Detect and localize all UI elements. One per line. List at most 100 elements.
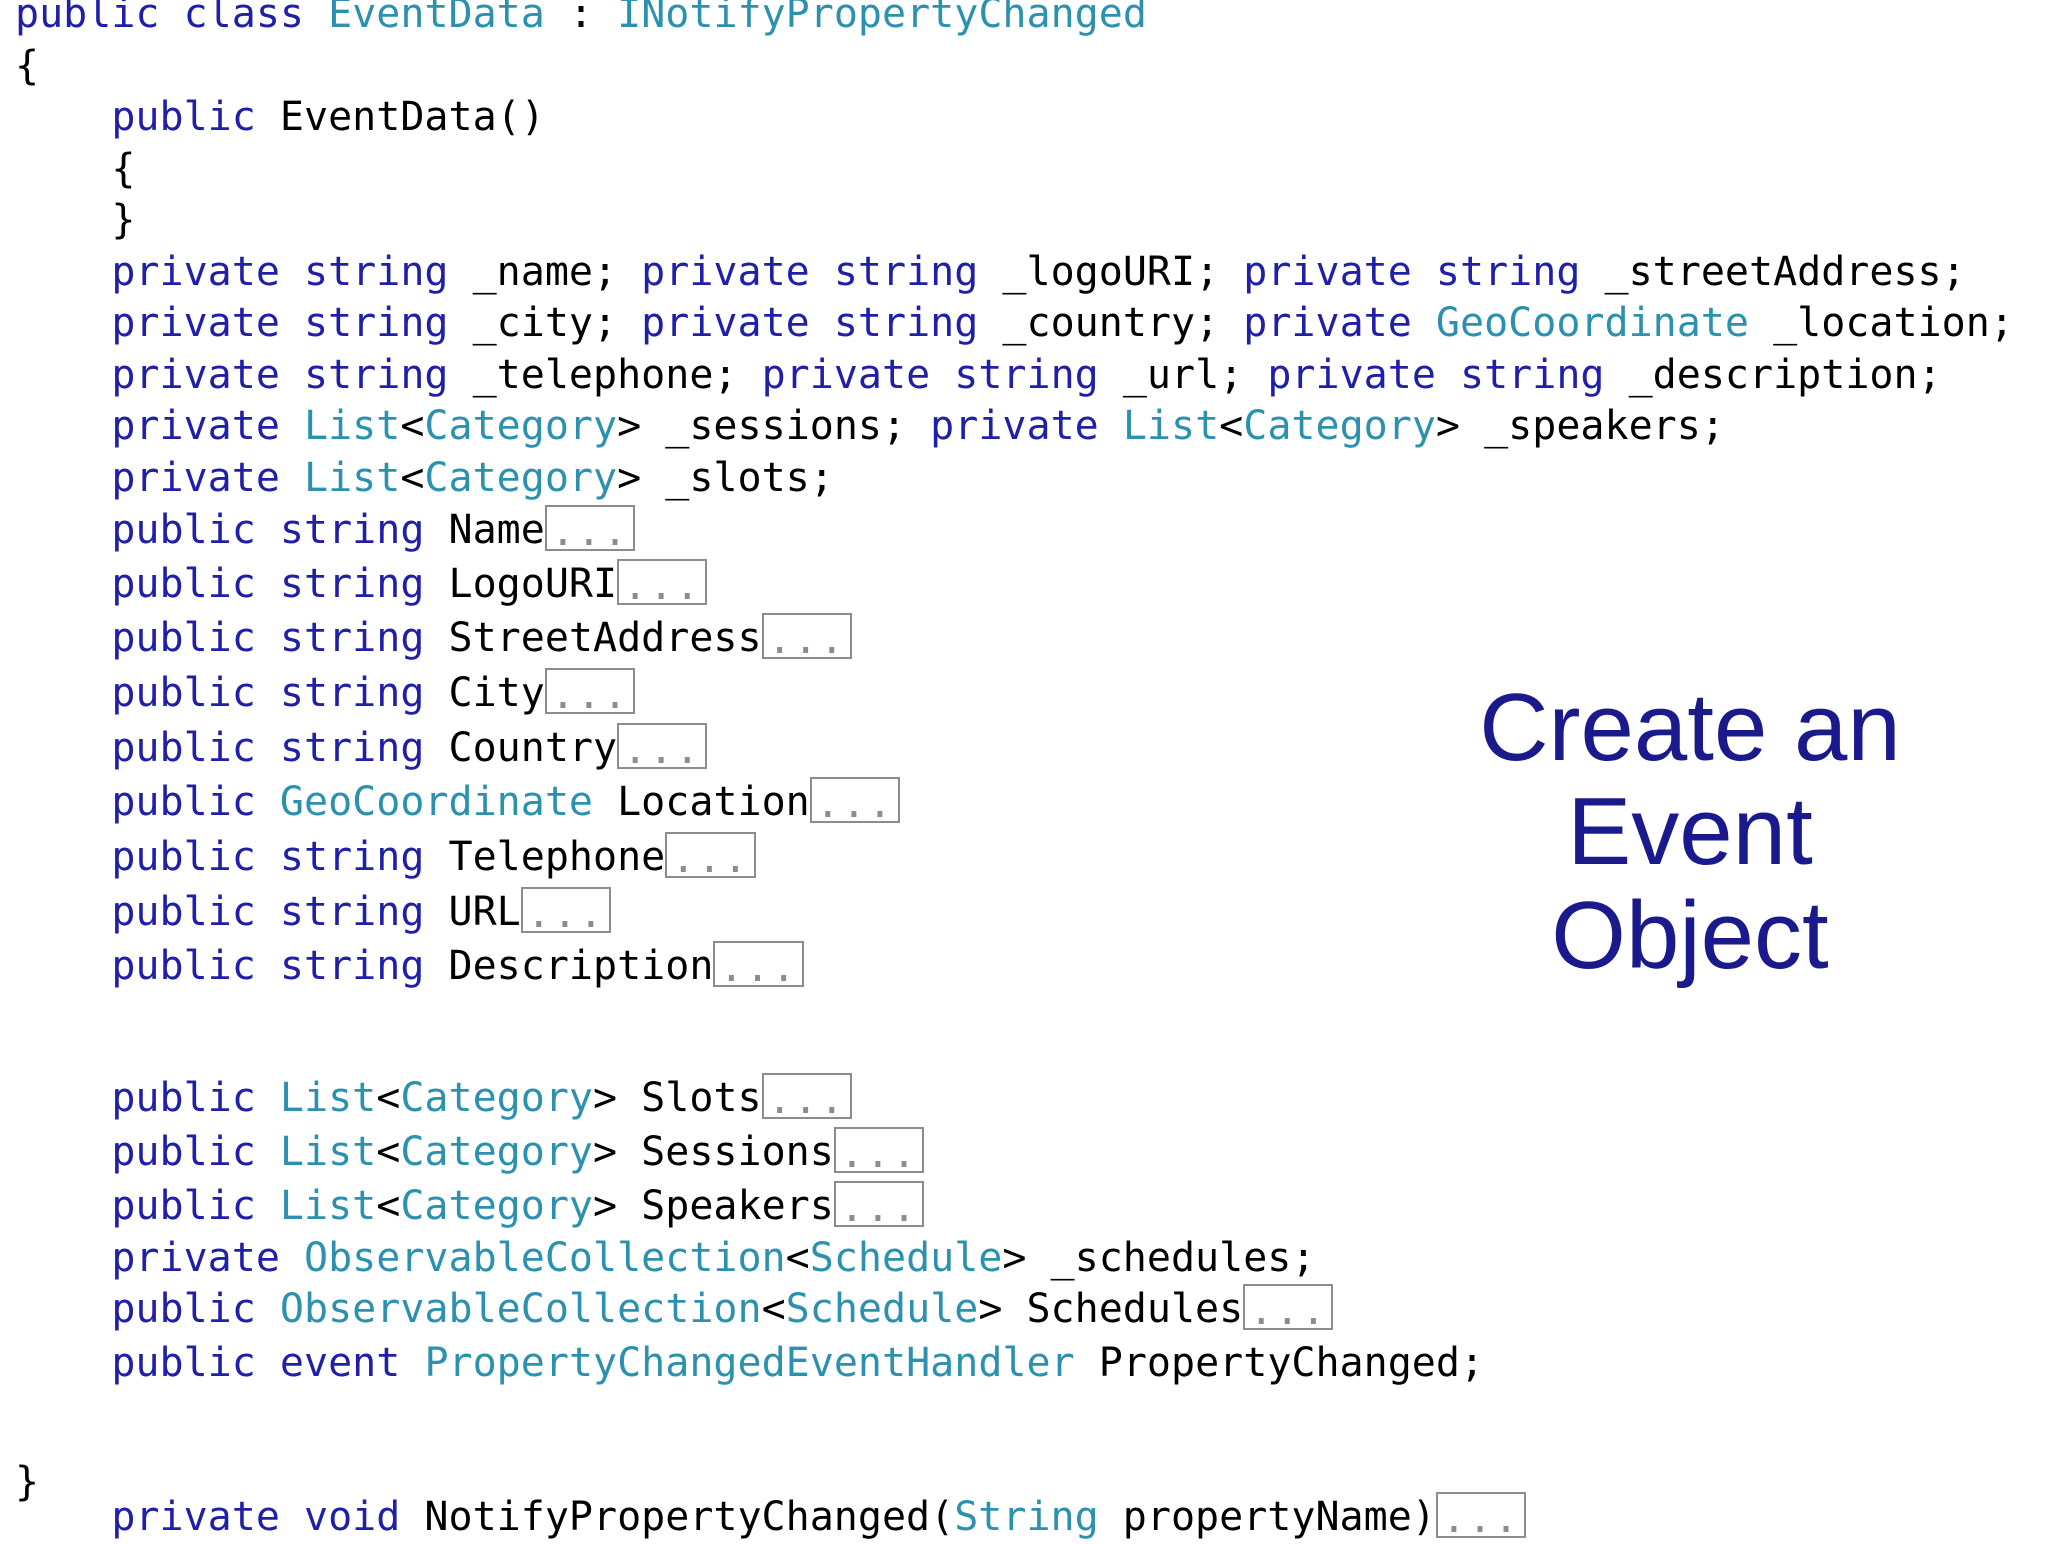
collapsed-region-button[interactable]: ... bbox=[520, 887, 611, 937]
code-token bbox=[15, 1340, 111, 1386]
code-line: public ObservableCollection<Schedule> Sc… bbox=[15, 1283, 1334, 1335]
code-line: public GeoCoordinate Location... bbox=[15, 776, 900, 828]
code-token: } bbox=[15, 1459, 40, 1505]
code-token: Description bbox=[424, 943, 714, 989]
code-token: _logoURI; bbox=[978, 249, 1244, 295]
type-token: GeoCoordinate bbox=[279, 779, 593, 825]
keyword-token: private bbox=[111, 455, 280, 501]
code-token bbox=[280, 1494, 304, 1540]
code-token: { bbox=[15, 146, 136, 192]
code-line: public string URL... bbox=[15, 886, 611, 938]
code-token bbox=[15, 352, 111, 398]
keyword-token: private bbox=[761, 352, 931, 398]
code-token: _description; bbox=[1604, 352, 1942, 398]
code-token: > _slots; bbox=[617, 455, 834, 501]
collapsed-region-button[interactable]: ... bbox=[617, 723, 708, 773]
code-line: public event PropertyChangedEventHandler… bbox=[15, 1337, 1484, 1389]
collapsed-region-button[interactable]: ... bbox=[665, 832, 756, 882]
keyword-token: string bbox=[304, 300, 449, 346]
slide-title: Create an Event Object bbox=[1420, 676, 1960, 988]
code-token bbox=[280, 1235, 304, 1281]
code-token: < bbox=[1219, 403, 1244, 449]
code-line: private List<Category> _slots; bbox=[15, 452, 834, 504]
collapsed-region-button[interactable]: ... bbox=[544, 505, 636, 555]
code-line: private List<Category> _sessions; privat… bbox=[15, 400, 1725, 452]
code-token bbox=[15, 300, 111, 346]
code-token: > Sessions bbox=[593, 1129, 834, 1175]
code-token bbox=[15, 403, 111, 449]
code-token bbox=[256, 1075, 280, 1121]
code-token bbox=[1436, 352, 1460, 398]
keyword-token: string bbox=[279, 507, 425, 553]
code-token: < bbox=[785, 1235, 810, 1281]
code-token bbox=[304, 0, 328, 37]
code-token: URL bbox=[424, 889, 521, 935]
keyword-token: private bbox=[111, 300, 280, 346]
code-token bbox=[280, 455, 304, 501]
collapsed-region-button[interactable]: ... bbox=[833, 1181, 925, 1231]
keyword-token: public bbox=[111, 834, 256, 880]
code-token bbox=[1412, 300, 1436, 346]
keyword-token: public bbox=[111, 779, 256, 825]
type-token: EventData bbox=[328, 0, 545, 37]
code-token: _name; bbox=[448, 249, 642, 295]
code-line: private void NotifyPropertyChanged(Strin… bbox=[15, 1491, 1527, 1543]
keyword-token: private bbox=[930, 403, 1099, 449]
collapsed-region-button[interactable]: ... bbox=[1435, 1492, 1527, 1542]
keyword-token: public bbox=[111, 1075, 256, 1121]
collapsed-region-button[interactable]: ... bbox=[809, 777, 900, 827]
code-line: public List<Category> Sessions... bbox=[15, 1126, 925, 1178]
code-token bbox=[256, 561, 280, 607]
code-token: < bbox=[761, 1286, 786, 1332]
type-token: GeoCoordinate bbox=[1435, 300, 1749, 346]
code-token: City bbox=[424, 670, 545, 716]
collapsed-region-button[interactable]: ... bbox=[833, 1127, 925, 1177]
collapsed-region-button[interactable]: ... bbox=[1243, 1284, 1334, 1334]
code-token: EventData() bbox=[255, 94, 545, 140]
code-line: public class EventData : INotifyProperty… bbox=[15, 0, 1147, 40]
code-token: Country bbox=[424, 725, 618, 771]
type-token: Category bbox=[424, 455, 618, 501]
keyword-token: public bbox=[15, 0, 160, 37]
code-line: public string City... bbox=[15, 667, 636, 719]
keyword-token: string bbox=[279, 889, 425, 935]
code-token bbox=[1099, 403, 1123, 449]
code-token bbox=[280, 300, 304, 346]
collapsed-region-button[interactable]: ... bbox=[713, 941, 804, 991]
code-token: Telephone bbox=[424, 834, 666, 880]
code-token bbox=[15, 889, 111, 935]
code-token bbox=[15, 1075, 111, 1121]
code-token bbox=[280, 403, 304, 449]
code-line: private string _city; private string _co… bbox=[15, 297, 2014, 349]
type-token: ObservableCollection bbox=[304, 1235, 786, 1281]
collapsed-region-button[interactable]: ... bbox=[761, 613, 852, 663]
code-line: public string Description... bbox=[15, 940, 804, 992]
collapsed-region-button[interactable]: ... bbox=[617, 559, 708, 609]
keyword-token: public bbox=[111, 889, 256, 935]
code-token: < bbox=[400, 455, 425, 501]
type-token: INotifyPropertyChanged bbox=[617, 0, 1147, 37]
code-token bbox=[15, 670, 111, 716]
code-token bbox=[256, 725, 280, 771]
collapsed-region-button[interactable]: ... bbox=[761, 1073, 852, 1123]
keyword-token: event bbox=[279, 1340, 401, 1386]
code-token: Location bbox=[593, 779, 810, 825]
keyword-token: private bbox=[1267, 352, 1436, 398]
code-token: < bbox=[376, 1183, 401, 1229]
code-token: < bbox=[400, 403, 425, 449]
code-token: } bbox=[15, 197, 136, 243]
keyword-token: public bbox=[111, 1129, 256, 1175]
keyword-token: public bbox=[111, 1286, 256, 1332]
keyword-token: private bbox=[111, 1494, 280, 1540]
code-token bbox=[256, 1183, 280, 1229]
collapsed-region-button[interactable]: ... bbox=[544, 668, 636, 718]
keyword-token: private bbox=[641, 300, 810, 346]
code-line: public string Name... bbox=[15, 504, 636, 556]
keyword-token: string bbox=[954, 352, 1099, 398]
code-token: > Slots bbox=[593, 1075, 762, 1121]
code-line: public string StreetAddress... bbox=[15, 612, 852, 664]
code-token bbox=[400, 1340, 424, 1386]
keyword-token: string bbox=[279, 834, 425, 880]
code-token bbox=[256, 779, 280, 825]
keyword-token: void bbox=[304, 1494, 401, 1540]
